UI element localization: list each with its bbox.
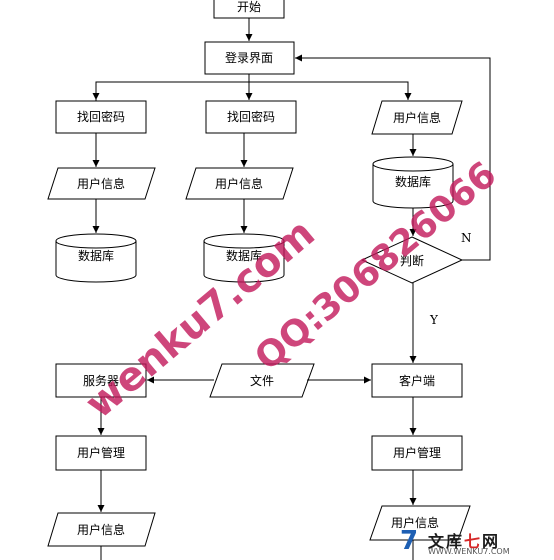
recover-password-label-center: 找回密码	[227, 109, 275, 124]
file-node	[209, 363, 315, 398]
server-label: 服务器	[83, 373, 119, 388]
login-label: 登录界面	[225, 50, 273, 65]
usermgmt-label-right: 用户管理	[393, 445, 441, 460]
edge-label-no: N	[461, 231, 472, 245]
database-node-right	[372, 156, 454, 209]
database-label-left: 数据库	[78, 248, 114, 263]
judge-label: 判断	[400, 253, 424, 268]
database-node-left	[55, 233, 137, 283]
usermgmt-node-left	[55, 435, 147, 471]
site-logo: 7 文库七网 WWW.WENKU7.COM	[398, 526, 552, 558]
usermgmt-node-right	[371, 435, 463, 471]
userinfo-label-mid-center: 用户信息	[215, 176, 263, 191]
logo-name: 文库七网	[428, 528, 500, 552]
logo-name-b: 七	[464, 532, 483, 551]
start-label: 开始	[237, 0, 261, 14]
userinfo-node-top-right	[371, 100, 463, 135]
logo-url: WWW.WENKU7.COM	[428, 547, 510, 556]
client-label: 客户端	[399, 373, 435, 388]
userinfo-node-bottom-left	[47, 512, 156, 547]
recover-password-node-left	[55, 100, 147, 134]
file-label: 文件	[250, 373, 274, 388]
client-node	[371, 363, 463, 398]
logo-mark-icon: 7	[400, 526, 419, 556]
database-label-right: 数据库	[395, 174, 431, 189]
userinfo-node-mid-center	[185, 167, 294, 200]
edge-login-branches	[95, 81, 412, 101]
logo-name-c: 网	[482, 532, 501, 551]
recover-password-node-center	[205, 100, 297, 134]
logo-name-a: 文库	[428, 532, 465, 551]
userinfo-node-bottom-right	[369, 505, 471, 541]
userinfo-label-mid-left: 用户信息	[77, 176, 125, 191]
database-node-center	[203, 233, 285, 283]
recover-password-label-left: 找回密码	[77, 109, 125, 124]
edge-label-yes: Y	[429, 313, 439, 327]
login-node	[204, 41, 295, 75]
database-label-center: 数据库	[226, 248, 262, 263]
userinfo-label-bottom-right: 用户信息	[391, 515, 439, 530]
judge-node	[360, 236, 464, 284]
usermgmt-label-left: 用户管理	[77, 445, 125, 460]
userinfo-label-bottom-left: 用户信息	[77, 522, 125, 537]
userinfo-node-mid-left	[47, 167, 156, 200]
userinfo-label-top-right: 用户信息	[393, 110, 441, 125]
edge-judge-no-login	[295, 54, 491, 261]
